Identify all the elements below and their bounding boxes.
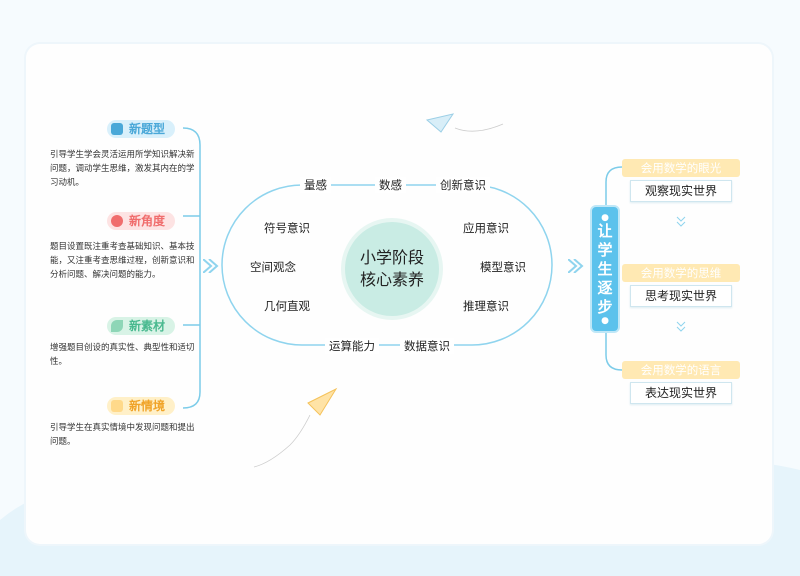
tag-label: 新情境 (129, 399, 166, 413)
badge-char: 逐 (597, 278, 613, 297)
book-icon (111, 123, 123, 135)
right-heading-1: 会用数学的眼光 (622, 159, 740, 177)
tag-new-scenario: 新情境 (107, 397, 176, 415)
tag-new-material: 新素材 (107, 317, 176, 335)
keyword-jihe: 几何直观 (264, 299, 310, 313)
keyword-kongjian: 空间观念 (250, 260, 296, 274)
tag-new-angle: 新角度 (107, 212, 176, 230)
right-box-3: 表达现实世界 (630, 382, 732, 404)
desc-new-question-type: 引导学生学会灵活运用所学知识解决新问题，调动学生思维，激发其内在的学习动机。 (50, 150, 195, 188)
desc-new-scenario: 引导学生在真实情境中发现问题和提出问题。 (50, 423, 195, 447)
badge-char: 步 (597, 297, 613, 316)
keyword-shu-gan: 数感 (375, 177, 406, 193)
arrow-icon (568, 259, 584, 273)
keyword-yunsuan: 运算能力 (325, 338, 379, 354)
paper-plane-icon (425, 113, 504, 133)
desc-new-angle: 题目设置既注重考查基础知识、基本技能，又注重考查思维过程，创新意识和分析问题、解… (50, 242, 195, 280)
keyword-yingyong: 应用意识 (463, 221, 509, 235)
tag-new-question-type: 新题型 (107, 120, 176, 138)
badge-dot: ● (601, 212, 609, 223)
right-heading-3: 会用数学的语言 (622, 361, 740, 379)
lightbulb-icon (111, 215, 123, 227)
badge-char: 生 (597, 259, 613, 278)
tag-label: 新角度 (129, 214, 166, 228)
keyword-shuju: 数据意识 (400, 338, 454, 354)
right-heading-2: 会用数学的思维 (622, 264, 740, 282)
center-line-2: 核心素养 (359, 270, 424, 289)
vertical-badge: ● 让 学 生 逐 步 ● (590, 205, 620, 333)
keyword-fuhao: 符号意识 (264, 221, 310, 235)
core-literacy-circle: 小学阶段 核心素养 (341, 218, 443, 320)
keyword-chuangxin: 创新意识 (436, 177, 490, 193)
keyword-moxing: 模型意识 (480, 260, 526, 274)
badge-dot: ● (601, 315, 609, 326)
arrow-icon (203, 259, 219, 273)
desc-new-material: 增强题目创设的真实性、典型性和适切性。 (50, 343, 195, 367)
scene-icon (111, 400, 123, 412)
right-box-2: 思考现实世界 (630, 285, 732, 307)
paper-plane-icon (253, 387, 338, 468)
leaf-icon (111, 320, 123, 332)
tag-label: 新素材 (129, 319, 166, 333)
keyword-tuili: 推理意识 (463, 299, 509, 313)
right-box-1: 观察现实世界 (630, 180, 732, 202)
tag-label: 新题型 (129, 122, 166, 136)
keyword-liang-gan: 量感 (300, 177, 331, 193)
center-line-1: 小学阶段 (359, 248, 424, 267)
badge-char: 让 (597, 221, 613, 240)
badge-char: 学 (597, 240, 613, 259)
